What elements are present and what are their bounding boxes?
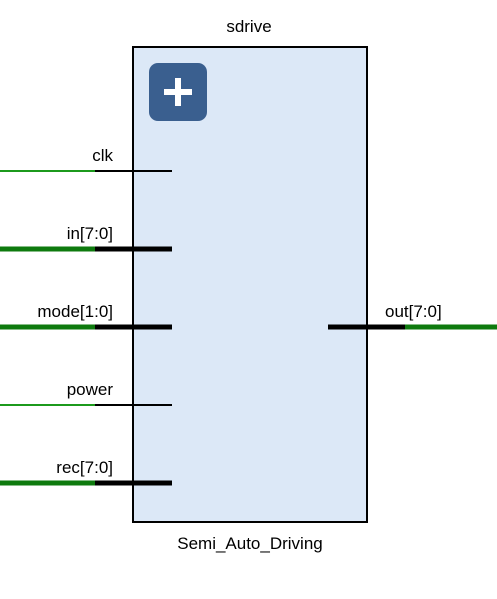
- module-name: Semi_Auto_Driving: [177, 534, 323, 553]
- instance-name: sdrive: [226, 17, 271, 36]
- input-port-power[interactable]: power: [0, 380, 172, 406]
- port-label-rec: rec[7:0]: [56, 458, 113, 477]
- module-block[interactable]: [132, 46, 368, 523]
- port-label-mode: mode[1:0]: [37, 302, 113, 321]
- port-label-in: in[7:0]: [67, 224, 113, 243]
- port-label-power: power: [67, 380, 114, 399]
- input-port-in[interactable]: in[7:0]: [0, 224, 172, 252]
- port-label-clk: clk: [92, 146, 113, 165]
- input-port-clk[interactable]: clk: [0, 146, 172, 172]
- port-label-out: out[7:0]: [385, 302, 442, 321]
- input-port-mode[interactable]: mode[1:0]: [0, 302, 172, 330]
- input-port-rec[interactable]: rec[7:0]: [0, 458, 172, 486]
- output-port-out[interactable]: out[7:0]: [328, 302, 497, 330]
- plus-icon[interactable]: [149, 63, 207, 121]
